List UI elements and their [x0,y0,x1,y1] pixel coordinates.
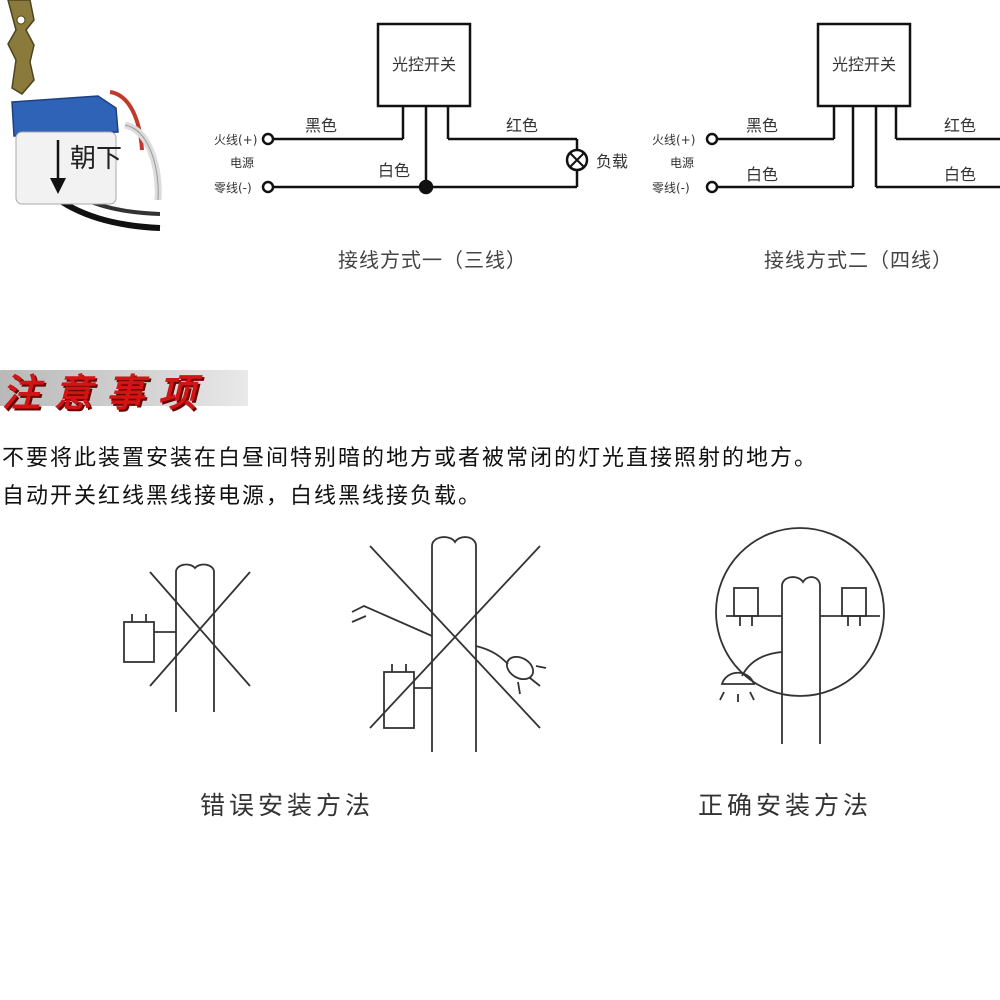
switch-on-pole-2 [383,671,415,729]
wrong-install-caption: 错误安装方法 [200,791,375,820]
white-wire-photo [123,121,162,201]
white-wire-label-2: 白色 [746,165,778,184]
notes-banner: 注意事项 [0,356,250,415]
neutral-terminal-1 [261,180,275,194]
neutral-label-1: 零线(-) [214,181,252,195]
notes-line-2: 自动开关红线黑线接电源，白线黑线接负载。 [2,484,483,509]
load-label: 负载 [596,152,628,171]
wrong-install-figure-1 [123,563,251,712]
white-wire-label-1: 白色 [378,161,410,180]
junction-dot [418,179,434,195]
live-label-1: 火线(+) [214,133,257,147]
banner-background [0,370,248,406]
red-wire-label-1: 红色 [506,116,538,135]
diagram1-labels: 光控开关 火线(+) 电源 零线(-) 黑色 白色 红色 负载 [214,55,628,195]
switch-left-correct [733,587,759,617]
cross-mark-2b [369,545,541,729]
source-label-1: 电源 [230,156,254,170]
bracket-shape [7,0,35,95]
street-lamp-icon [505,655,535,681]
live-label-2: 火线(+) [652,133,695,147]
switch-box-label-1: 光控开关 [392,55,456,74]
wiring-diagram-2 [705,22,1000,194]
sensor-cap [11,95,119,137]
black-wire-label-2: 黑色 [746,116,778,135]
street-lamp-correct-icon [720,671,756,685]
notes-line-1: 不要将此装置安装在白昼间特别暗的地方或者被常闭的灯光直接照射的地方。 [2,446,819,471]
neutral-label-2: 零线(-) [652,181,690,195]
black-wire-label-1: 黑色 [305,116,337,135]
photocell-sensor-image [7,0,162,231]
right-install-caption: 正确安装方法 [698,791,873,820]
neutral-terminal-2 [705,180,719,194]
switch-box-label-2: 光控开关 [832,55,896,74]
diagram2-caption: 接线方式二（四线） [764,248,953,272]
bracket-hole [16,15,26,25]
notes-title: 注意事项 [2,370,211,415]
live-terminal-2 [705,132,719,146]
diagram2-labels: 光控开关 火线(+) 电源 零线(-) 黑色 白色 红色 白色 [652,55,976,195]
wiring-diagram-1 [261,22,589,195]
diagram1-caption: 接线方式一（三线） [338,248,527,272]
red-wire-label-2: 红色 [944,116,976,135]
red-wire-photo [109,90,144,151]
direction-label: 朝下 [70,144,123,174]
live-terminal-1 [261,132,275,146]
light-switch-box-2 [816,22,912,108]
correct-install-figure [715,527,885,744]
light-switch-box-1 [376,22,472,108]
correct-install-circle [715,527,885,697]
wrong-install-figure-2 [351,536,547,752]
cross-mark-1b [149,571,251,687]
switch-right-correct [841,587,867,617]
sensor-body [15,131,117,205]
source-label-2: 电源 [670,156,694,170]
white-wire-out-label-2: 白色 [944,165,976,184]
switch-on-pole-1 [123,621,155,663]
